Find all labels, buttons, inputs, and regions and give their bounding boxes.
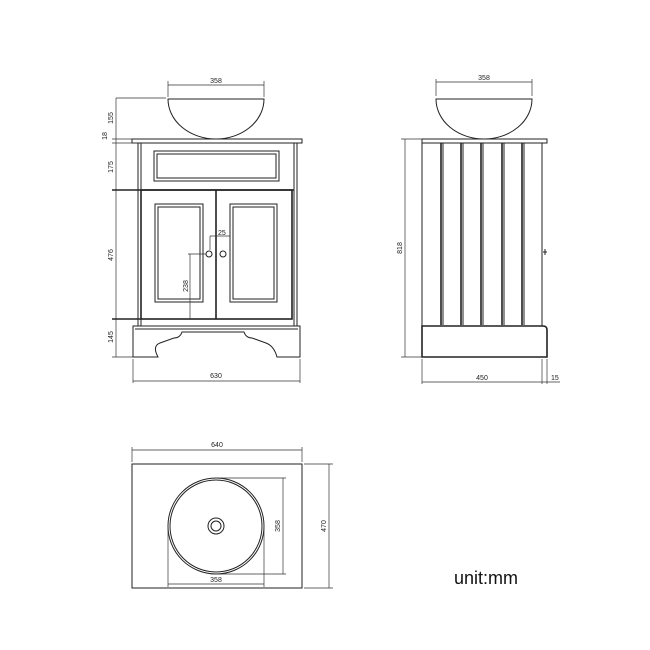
dim-bowl-width: 358 xyxy=(210,78,222,85)
dim-plinth-height: 145 xyxy=(108,331,115,343)
drawer-panel xyxy=(153,150,280,182)
dim-top-thickness: 18 xyxy=(102,132,109,140)
side-knob xyxy=(543,249,547,255)
dim-top-width: 640 xyxy=(211,442,223,449)
right-knob xyxy=(219,250,227,258)
left-door-panel xyxy=(154,203,204,303)
dim-depth: 450 xyxy=(476,375,488,382)
dim-bowl-height: 155 xyxy=(108,112,115,124)
dim-total-height: 818 xyxy=(397,242,404,254)
side-bowl xyxy=(435,98,533,140)
dim-overhang: 15 xyxy=(551,375,559,382)
dim-top-depth: 470 xyxy=(321,520,328,532)
dim-basin-vertical: 358 xyxy=(275,520,282,532)
front-view: 358 155 18 175 476 145 25 238 630 xyxy=(102,78,303,383)
side-plinth xyxy=(421,325,548,358)
dim-handle-height: 238 xyxy=(183,280,190,292)
front-bowl xyxy=(167,98,265,140)
top-view: 640 470 358 358 xyxy=(131,442,333,589)
basin-outer xyxy=(167,477,265,575)
dim-handle-spacing: 25 xyxy=(218,230,226,237)
unit-label: unit:mm xyxy=(454,568,518,588)
dim-side-bowl-width: 358 xyxy=(478,75,490,82)
front-plinth xyxy=(132,325,301,358)
side-countertop xyxy=(421,138,548,144)
top-countertop xyxy=(131,463,303,589)
side-view: 818 358 450 15 xyxy=(397,75,560,384)
dim-drawer-height: 175 xyxy=(108,161,115,173)
dim-total-width: 630 xyxy=(210,373,222,380)
drain-icon xyxy=(207,517,225,535)
right-door-panel xyxy=(229,203,278,303)
front-countertop xyxy=(131,138,303,144)
left-knob xyxy=(205,250,213,258)
dim-basin-horizontal: 358 xyxy=(210,577,222,584)
dim-door-height: 476 xyxy=(108,249,115,261)
